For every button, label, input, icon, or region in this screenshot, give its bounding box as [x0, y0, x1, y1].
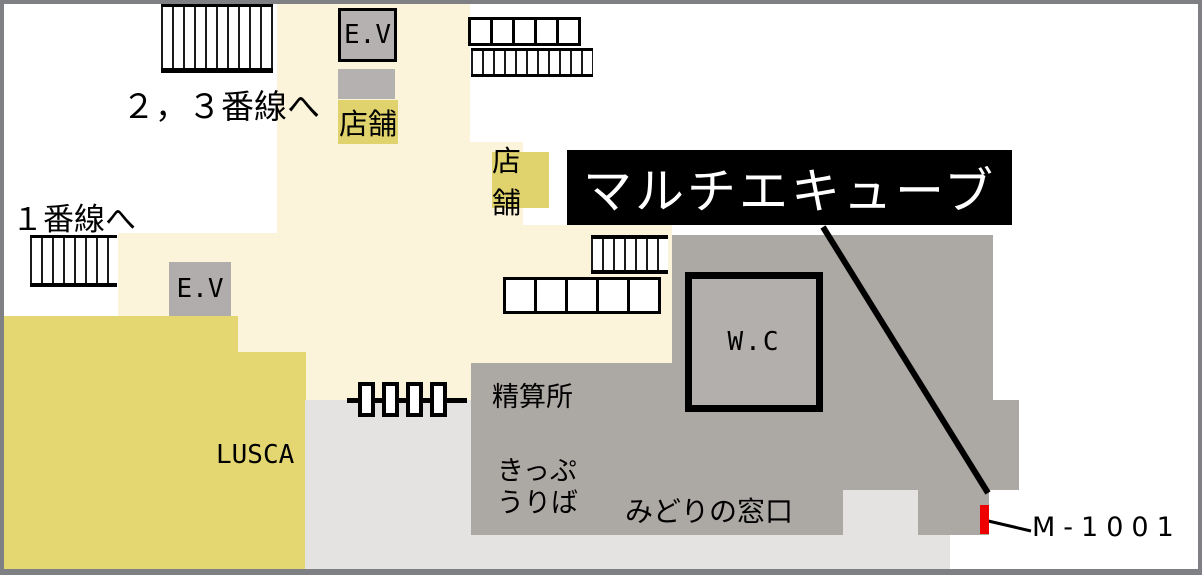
lusca-label: LUSCA	[216, 440, 295, 470]
machine-cell	[468, 17, 493, 46]
stairs-top-right	[471, 48, 593, 77]
gate-bar	[358, 382, 375, 417]
fare-adjustment-label: 精算所	[492, 382, 573, 413]
stairs-center	[591, 235, 668, 274]
machine-cell	[627, 277, 661, 314]
wc-room: W.C	[685, 272, 823, 412]
building-block-bump	[993, 400, 1019, 490]
lusca-building	[4, 316, 238, 569]
platform-1-label: １番線へ	[12, 202, 136, 238]
lusca-building-ext	[238, 352, 306, 569]
gate-bar	[430, 382, 447, 417]
elevator-upper: E.V	[338, 8, 397, 62]
ticket-office-line2: うりば	[497, 488, 578, 519]
gate-bar	[382, 382, 399, 417]
code-leader-line	[983, 518, 1032, 533]
m1001-code-label: M-1001	[1032, 512, 1182, 543]
shop-upper-label: 店舗	[338, 107, 397, 141]
elevator-upper-label: E.V	[344, 20, 391, 50]
building-notch	[843, 490, 918, 535]
machine-cell	[534, 17, 559, 46]
machine-row-center	[503, 277, 661, 314]
elevator-lower: E.V	[169, 262, 231, 316]
banner-title: マルチエキューブ	[582, 163, 997, 220]
banner-multi-ecube: マルチエキューブ	[567, 150, 1012, 225]
gate-bar	[406, 382, 423, 417]
stairs-platform-1	[30, 235, 117, 287]
shop-lower: 店舗	[492, 144, 549, 220]
gray-utility-block	[338, 69, 395, 99]
machine-cell	[565, 277, 599, 314]
ticket-office-label: きっぷ うりば	[497, 456, 578, 520]
elevator-lower-label: E.V	[176, 274, 224, 304]
machine-cell	[534, 277, 568, 314]
platform-2-3-label: ２，３番線へ	[122, 87, 320, 126]
shop-upper: 店舗	[338, 100, 398, 144]
banner-leader-line	[820, 225, 991, 495]
ticket-office-line1: きっぷ	[497, 456, 577, 487]
ticket-gates	[347, 382, 467, 422]
midori-window-label: みどりの窓口	[625, 495, 794, 528]
concourse-area-step1	[238, 316, 470, 352]
marker-m1001	[980, 505, 989, 534]
stairs-platform-2-3	[161, 4, 273, 73]
wc-label: W.C	[727, 327, 781, 357]
machine-cell	[556, 17, 581, 46]
shop-lower-label: 店舗	[492, 144, 522, 220]
machine-row-top	[468, 17, 581, 46]
